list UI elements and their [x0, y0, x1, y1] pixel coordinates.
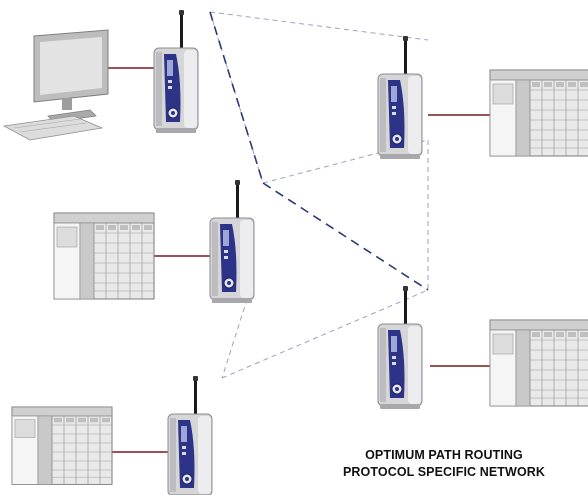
cables	[106, 67, 490, 453]
radio-modem-4	[167, 375, 213, 495]
plc-rack-left-middle	[53, 212, 155, 300]
optimum-link-radio2-radio5	[262, 182, 429, 291]
radio-modem-3	[377, 35, 423, 160]
diagram-caption-line-2: PROTOCOL SPECIFIC NETWORK	[342, 465, 546, 479]
link-radio1-radio2	[209, 11, 264, 184]
link-radio2-radio3	[262, 139, 429, 184]
plc-rack-left-bottom	[11, 406, 113, 485]
radio-links	[209, 11, 429, 379]
link-radio1-radio3	[209, 11, 429, 41]
plc-rack-right-top	[489, 69, 588, 157]
link-radio2-radio4	[221, 289, 251, 379]
radio-modem-1	[153, 9, 199, 134]
diagram-caption-line-1: OPTIMUM PATH ROUTING	[365, 448, 523, 462]
radio-modem-2	[209, 179, 255, 304]
plc-rack-right-bottom	[489, 319, 588, 407]
optimum-link-radio1-radio2	[209, 11, 264, 184]
computer-workstation	[2, 29, 109, 141]
radio-modem-5	[377, 285, 423, 410]
link-radio4-radio5	[221, 289, 429, 379]
